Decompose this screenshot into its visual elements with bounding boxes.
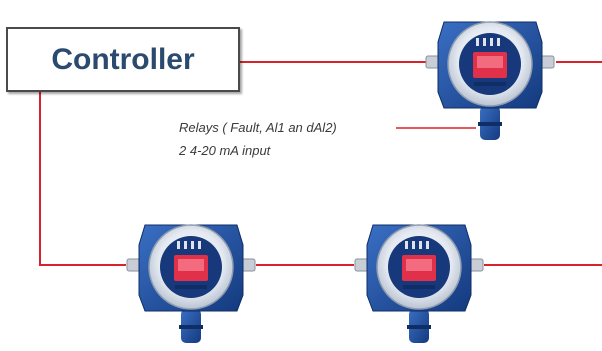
- gas-detector-icon: [354, 224, 484, 344]
- controller-box: Controller: [6, 27, 240, 92]
- gas-detector-icon: [425, 21, 555, 141]
- annotation-input: 2 4-20 mA input: [179, 143, 271, 158]
- wire-controller-down: [39, 92, 126, 266]
- annotation-relays: Relays ( Fault, Al1 an dAl2): [179, 120, 337, 135]
- wire-lines: [39, 61, 602, 266]
- gas-detector-icon: [126, 224, 256, 344]
- controller-label: Controller: [51, 42, 195, 76]
